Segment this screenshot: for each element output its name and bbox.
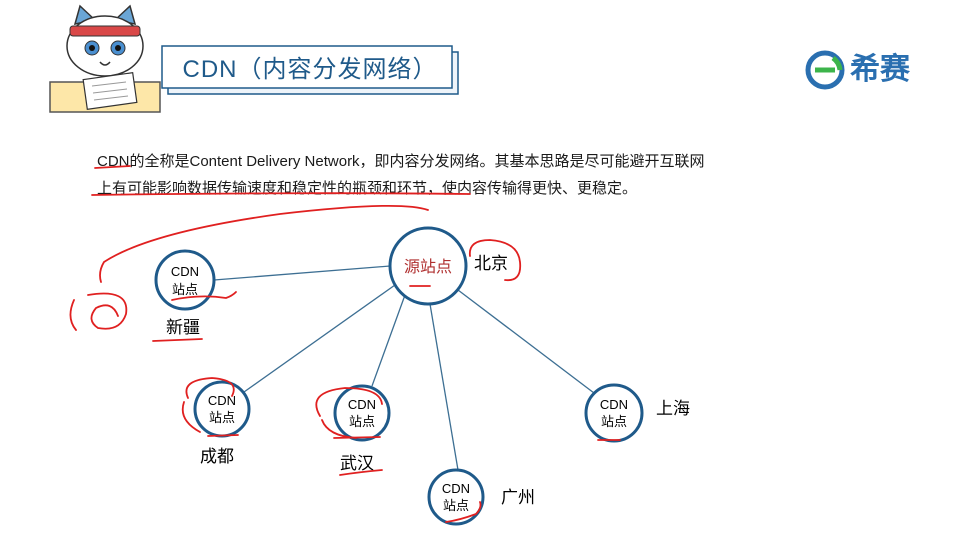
cdn-node-xinjiang: CDN 站点 [156, 251, 214, 309]
node-line2: 站点 [349, 414, 375, 429]
city-label-xinjiang: 新疆 [166, 318, 200, 337]
node-line1: CDN [348, 397, 376, 412]
city-label-wuhan: 武汉 [340, 454, 374, 473]
edge-guangzhou [430, 304, 458, 470]
ink-underline-chengdu-node [208, 435, 238, 436]
ink-underline-wuhan-node [334, 437, 380, 438]
node-line2: 站点 [209, 410, 235, 425]
node-line2: 站点 [601, 414, 627, 429]
node-line1: CDN [442, 481, 470, 496]
origin-node: 源站点 [390, 228, 466, 304]
node-line1: CDN [171, 264, 199, 279]
edge-wuhan [372, 295, 405, 386]
ink-arc-to-xinjiang [100, 206, 428, 282]
ink-underline-xinjiang [153, 339, 202, 341]
cdn-node-chengdu: CDN 站点 [195, 382, 249, 436]
city-label-beijing: 北京 [474, 254, 508, 273]
cdn-node-wuhan: CDN 站点 [335, 386, 389, 440]
node-line2: 站点 [443, 498, 469, 513]
cdn-node-shanghai: CDN 站点 [586, 385, 642, 441]
ink-underline-cdn [95, 166, 130, 168]
edge-xinjiang [214, 266, 390, 280]
city-label-shanghai: 上海 [656, 399, 690, 418]
node-line1: CDN [600, 397, 628, 412]
ink-scribble-left [70, 294, 126, 330]
city-label-chengdu: 成都 [200, 447, 234, 466]
cdn-node-guangzhou: CDN 站点 [429, 470, 483, 524]
city-label-guangzhou: 广州 [501, 488, 535, 507]
ink-underline-line2 [92, 193, 470, 195]
node-line2: 站点 [172, 282, 198, 297]
edge-shanghai [458, 290, 594, 393]
origin-label: 源站点 [404, 258, 452, 276]
edge-chengdu [244, 285, 395, 392]
